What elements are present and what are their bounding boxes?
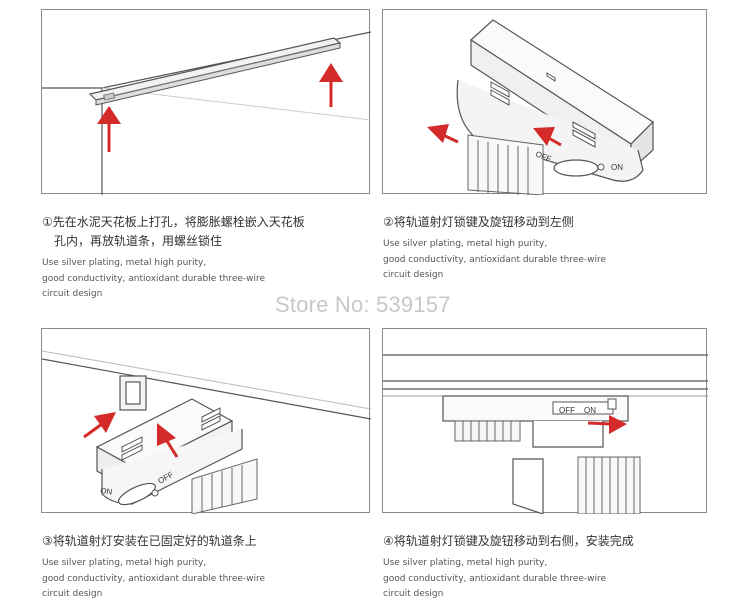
step4-description: Use silver plating, metal high purity, g…: [383, 558, 607, 599]
store-watermark: Store No: 539157: [275, 292, 451, 317]
off-label: OFF: [559, 406, 575, 415]
step1-illustration: [41, 9, 371, 195]
step4-illustration: OFF ON: [382, 328, 708, 514]
right-arrow-icon: [587, 415, 627, 434]
on-label: ON: [100, 486, 113, 497]
diagonal-arrow-icon: [157, 423, 179, 458]
step2-description: Use silver plating, metal high purity, g…: [383, 239, 607, 280]
up-arrow-icon: [319, 63, 343, 107]
step3-title: ③将轨道射灯安装在已固定好的轨道条上: [42, 534, 257, 548]
on-label: ON: [584, 406, 596, 415]
step2-title: ②将轨道射灯锁键及旋钮移动到左侧: [383, 215, 574, 229]
step3-description: Use silver plating, metal high purity, g…: [42, 558, 266, 599]
up-arrow-icon: [97, 106, 121, 152]
step1-title: ①先在水泥天花板上打孔，将膨胀螺栓嵌入天花板: [42, 215, 305, 229]
on-label: ON: [611, 163, 623, 172]
step3-illustration: ON OFF: [41, 328, 371, 514]
step1-description: Use silver plating, metal high purity, g…: [42, 258, 266, 299]
left-arrow-icon: [533, 127, 562, 147]
left-arrow-icon: [427, 124, 459, 144]
step1-title-line2: 孔内，再放轨道条，用螺丝锁住: [54, 234, 223, 248]
diagonal-arrow-icon: [83, 412, 116, 439]
step4-title: ④将轨道射灯锁键及旋钮移动到右侧，安装完成: [383, 534, 634, 548]
step2-illustration: OFF ON: [382, 9, 707, 195]
